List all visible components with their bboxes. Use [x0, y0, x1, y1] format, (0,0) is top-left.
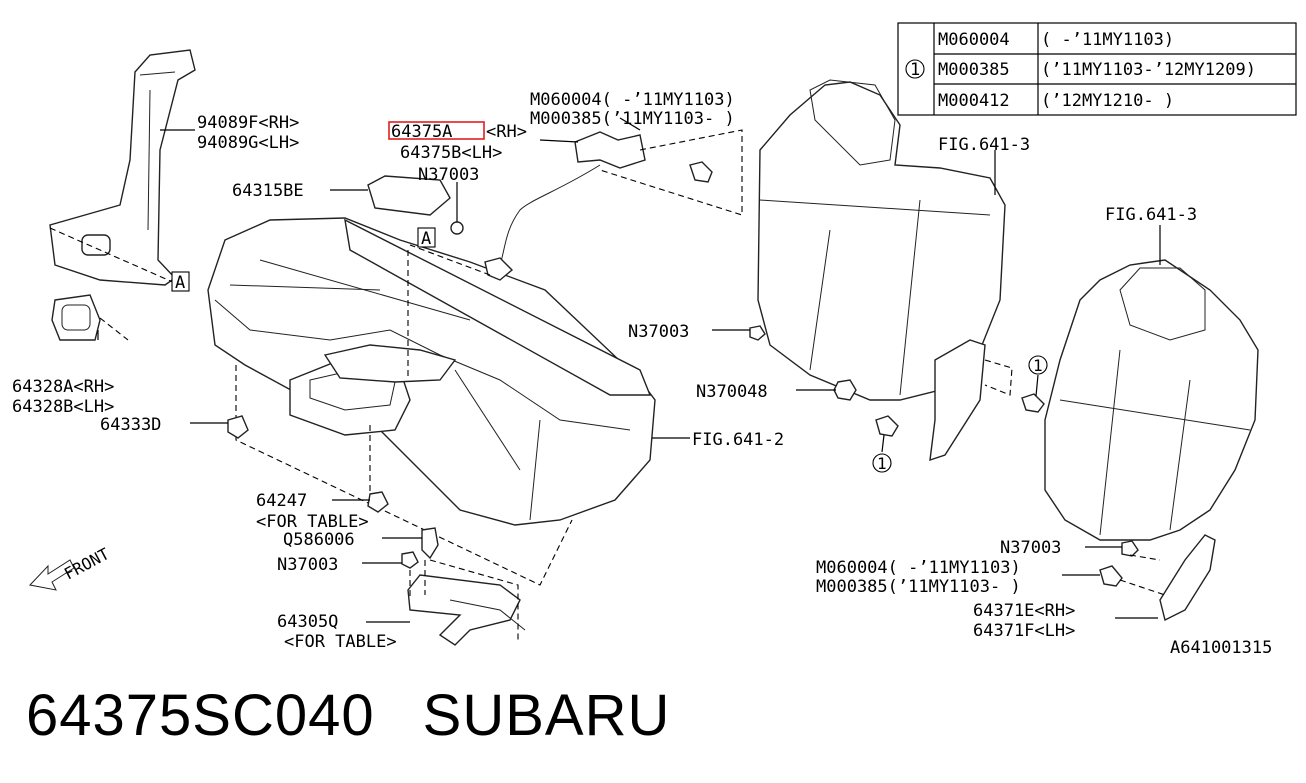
part-note: <FOR TABLE> — [284, 632, 397, 652]
part-label: 64333D — [100, 415, 161, 435]
seat-pad — [367, 175, 451, 216]
part-label: N37003 — [418, 165, 479, 185]
circle-ref-1: 1 — [1028, 355, 1048, 375]
part-label: 64371F<LH> — [973, 621, 1075, 641]
part-label: M060004( -’11MY1103) — [530, 90, 735, 110]
part-label: 64315BE — [232, 181, 304, 201]
hinge-bracket — [929, 339, 986, 462]
table-ref-number: 1 — [910, 60, 920, 80]
part-label: M000385(’11MY1103- ) — [530, 109, 735, 129]
part-label: 64375B<LH> — [400, 143, 502, 163]
nut — [1121, 540, 1139, 557]
highlight-box — [388, 121, 485, 140]
latch-cable-assembly — [450, 131, 646, 281]
figure-ref: FIG.641-2 — [692, 430, 784, 450]
part-number-caption: 64375SC040 SUBARU — [26, 682, 670, 749]
nut — [749, 325, 766, 341]
front-label: FRONT — [61, 544, 113, 584]
bolt — [689, 161, 713, 183]
figure-ref: FIG.641-3 — [1105, 205, 1197, 225]
table-code: M000412 — [938, 91, 1010, 111]
part-label: <RH> — [486, 122, 527, 142]
table-code: M060004 — [938, 30, 1010, 50]
part-label: 64328A<RH> — [12, 377, 114, 397]
table-bracket — [407, 574, 526, 646]
brand-name: SUBARU — [422, 683, 671, 748]
part-label: N37003 — [277, 555, 338, 575]
bumper — [227, 415, 249, 439]
side-trim-panel — [49, 49, 196, 286]
bolt — [875, 415, 899, 437]
table-code: M000385 — [938, 60, 1010, 80]
stopper — [367, 491, 389, 513]
part-note: <FOR TABLE> — [256, 512, 369, 532]
front-arrow: FRONT — [29, 544, 113, 591]
part-label: N37003 — [628, 322, 689, 342]
part-label: N370048 — [696, 382, 768, 402]
part-label: 64328B<LH> — [12, 397, 114, 417]
bolt — [1021, 393, 1045, 413]
seat-back-left — [757, 79, 1006, 401]
table-range: (’12MY1210- ) — [1041, 91, 1174, 111]
part-label: M000385(’11MY1103- ) — [816, 577, 1021, 597]
figure-ref: FIG.641-3 — [938, 135, 1030, 155]
nut — [401, 551, 419, 569]
svg-text:1: 1 — [877, 454, 887, 473]
svg-text:A: A — [175, 273, 185, 293]
part-label: 64305Q — [277, 612, 338, 632]
reference-table: 1 M060004 ( -’11MY1103) M000385 (’11MY11… — [897, 22, 1297, 116]
part-label-highlighted: 64375A — [391, 122, 452, 142]
seat-back-right — [1044, 259, 1259, 541]
bolt — [421, 527, 439, 560]
circle-ref-1: 1 — [872, 453, 892, 473]
leader-lines — [97, 117, 1161, 623]
table-range: ( -’11MY1103) — [1041, 30, 1174, 50]
hinge-bracket-right — [1159, 534, 1216, 622]
part-label: 64247 — [256, 491, 307, 511]
part-label: 64371E<RH> — [973, 601, 1075, 621]
part-label: Q586006 — [283, 530, 355, 550]
bolt — [1099, 565, 1123, 587]
part-number: 64375SC040 — [26, 683, 375, 748]
part-label: 94089G<LH> — [197, 133, 299, 153]
table-range: (’11MY1103-’12MY1209) — [1041, 60, 1256, 80]
part-label: M060004( -’11MY1103) — [816, 558, 1021, 578]
svg-text:1: 1 — [1033, 356, 1043, 375]
part-label: 94089F<RH> — [197, 113, 299, 133]
ref-box-a: A — [417, 227, 436, 249]
svg-text:A: A — [421, 229, 431, 249]
side-bracket — [51, 294, 101, 341]
ref-box-a: A — [171, 271, 190, 293]
drawing-number: A641001315 — [1170, 638, 1272, 658]
seat-cushion — [207, 217, 656, 526]
part-label: N37003 — [1000, 538, 1061, 558]
